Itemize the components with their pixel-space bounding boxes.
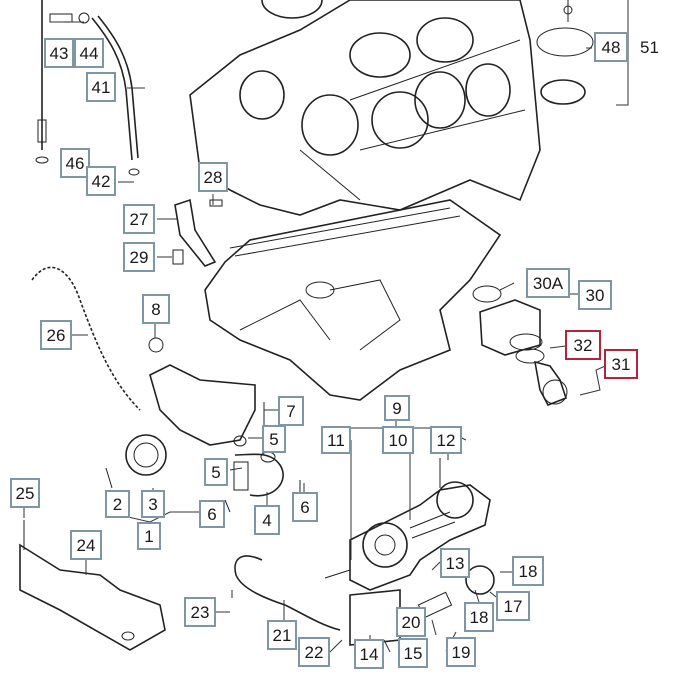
callout-44: 44	[74, 38, 104, 68]
callout-5-upper: 5	[262, 425, 286, 453]
callout-25: 25	[10, 478, 40, 508]
callout-13: 13	[440, 548, 470, 578]
callout-32: 32	[565, 330, 601, 360]
callout-26: 26	[40, 320, 72, 350]
bracket	[172, 198, 223, 267]
callout-30a: 30A	[526, 268, 570, 298]
callout-30: 30	[578, 280, 612, 310]
callout-12: 12	[430, 426, 462, 454]
callout-6-right: 6	[292, 492, 318, 522]
dipstick-tube	[35, 0, 140, 176]
callout-41: 41	[86, 72, 116, 102]
thermostat	[536, 0, 594, 105]
callout-29: 29	[123, 242, 155, 272]
callout-2: 2	[105, 490, 130, 518]
callout-20: 20	[396, 607, 426, 637]
callout-23: 23	[184, 597, 216, 627]
timing-chain	[31, 266, 141, 411]
callout-21: 21	[267, 620, 297, 650]
label-51: 51	[640, 38, 659, 57]
baffle-plate	[19, 520, 166, 651]
callout-5-lower: 5	[204, 458, 228, 486]
callout-18-upper: 18	[512, 556, 544, 586]
callout-27: 27	[123, 204, 155, 234]
oil-pump-drive	[105, 337, 301, 513]
oil-cooler	[472, 285, 568, 407]
oil-pickup-pipe	[234, 555, 341, 631]
callout-18-lower: 18	[464, 602, 494, 632]
callout-42: 42	[86, 166, 116, 196]
callout-31: 31	[604, 349, 638, 379]
callout-43: 43	[44, 38, 74, 68]
callout-14: 14	[354, 639, 384, 669]
callout-46: 46	[60, 148, 90, 178]
callout-4: 4	[254, 505, 280, 535]
callout-19: 19	[446, 637, 476, 667]
oil-pan	[204, 199, 502, 401]
callout-15: 15	[398, 638, 428, 668]
callout-6-left: 6	[199, 500, 225, 528]
callout-11: 11	[321, 426, 351, 454]
callout-7: 7	[278, 396, 304, 426]
callout-8: 8	[142, 294, 170, 324]
callout-24: 24	[70, 530, 102, 560]
callout-22: 22	[298, 637, 330, 667]
callout-17: 17	[496, 591, 530, 621]
callout-3: 3	[141, 490, 165, 518]
callout-1: 1	[137, 522, 161, 550]
engine-block	[189, 0, 541, 216]
callout-48: 48	[594, 32, 628, 62]
callout-9: 9	[384, 395, 410, 421]
callout-10: 10	[382, 426, 414, 454]
callout-28: 28	[198, 162, 228, 192]
